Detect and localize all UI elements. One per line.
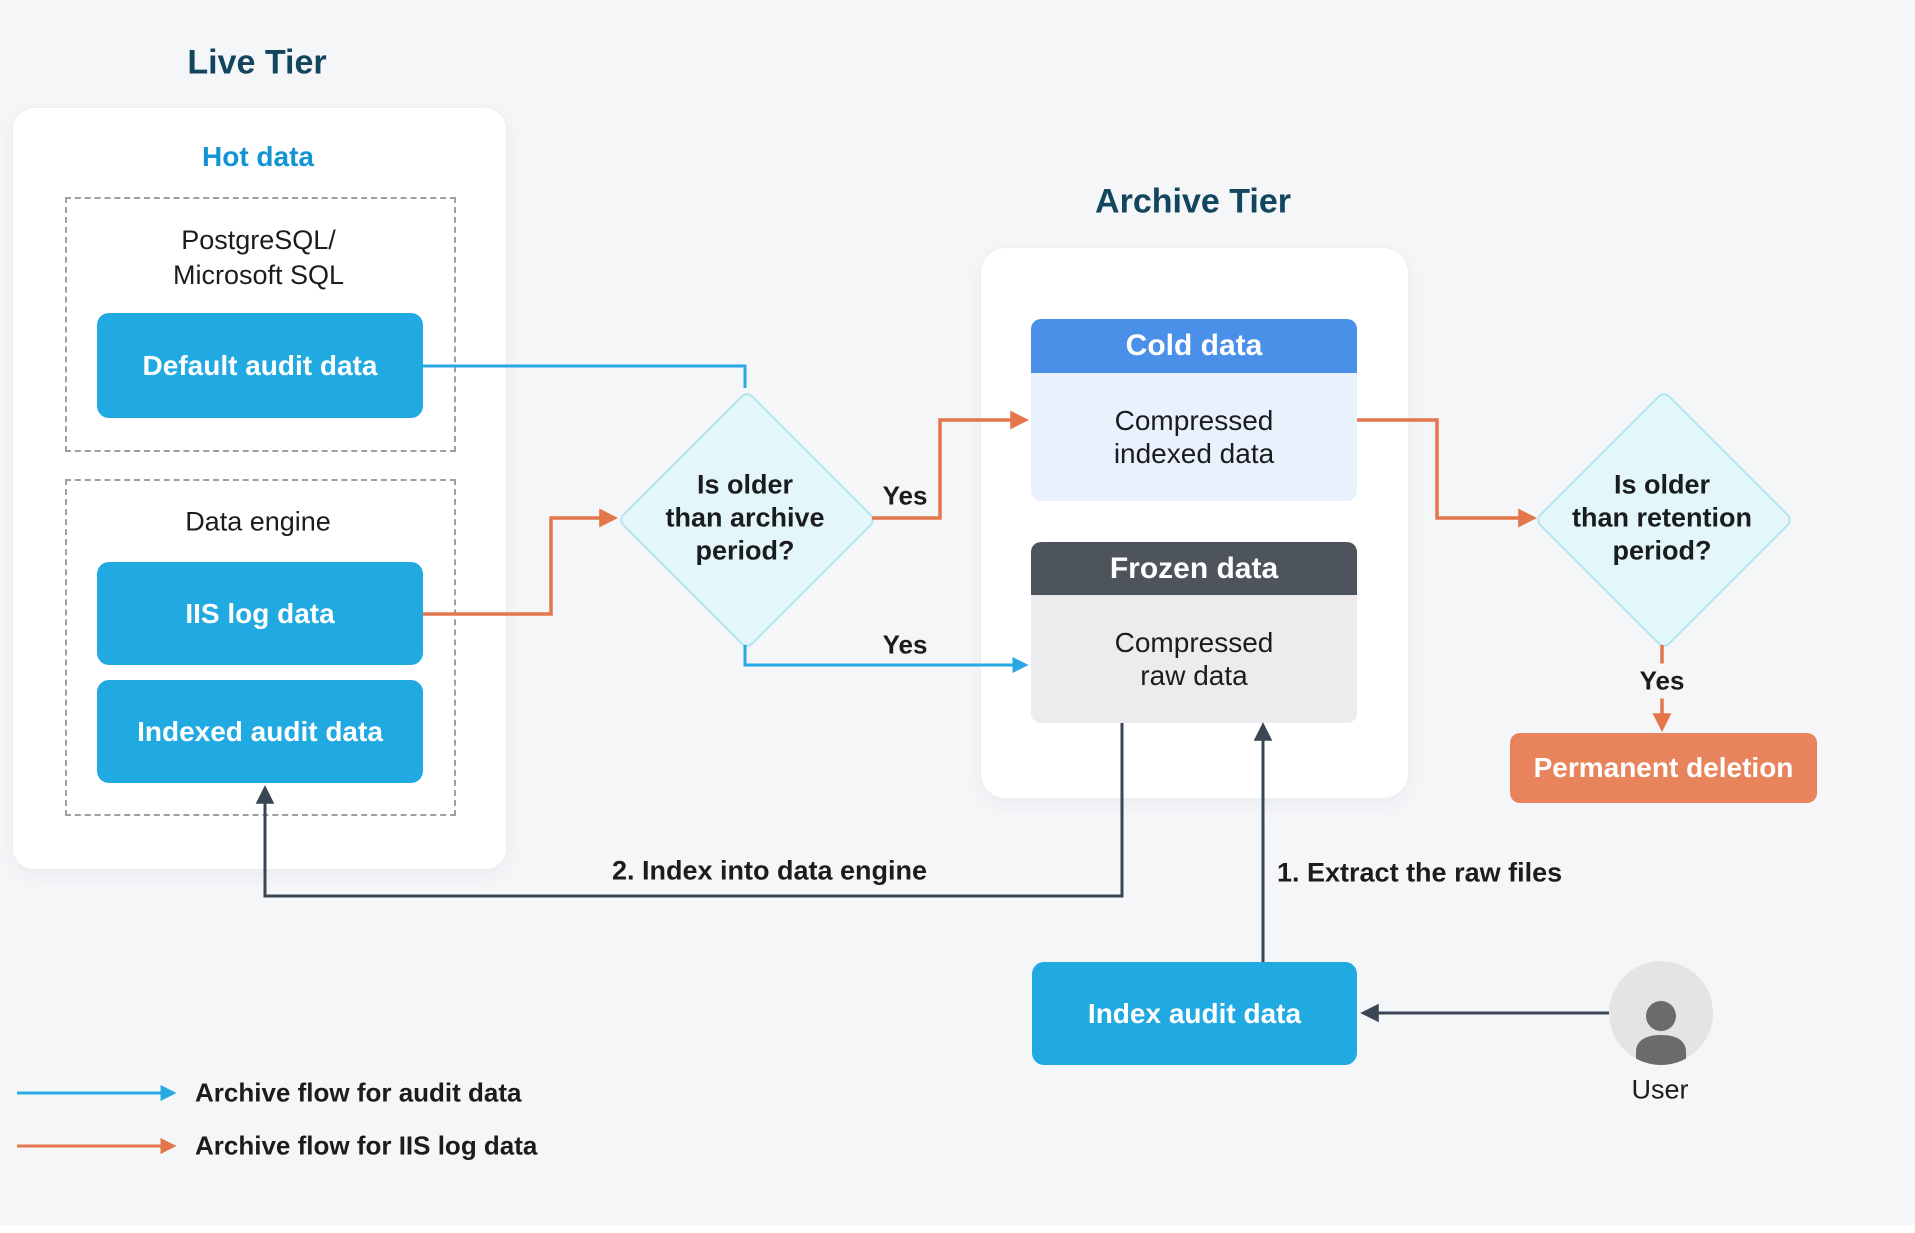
cold-data-header: Cold data	[1031, 319, 1357, 373]
sql-group-label-line1: PostgreSQL/	[181, 225, 336, 255]
user-avatar	[1609, 961, 1713, 1065]
cold-body-line2: indexed data	[1113, 438, 1275, 469]
user-label: User	[1631, 1074, 1689, 1105]
cold-body-line1: Compressed	[1114, 405, 1274, 436]
yes-label-deletion: Yes	[1631, 663, 1693, 699]
permanent-deletion-node: Permanent deletion	[1510, 733, 1817, 803]
decision2-line1: Is older	[1613, 469, 1711, 500]
decision1-line1: Is older	[696, 469, 794, 500]
indexed-audit-data-node: Indexed audit data	[97, 680, 423, 783]
frozen-body-line1: Compressed	[1114, 627, 1274, 658]
bottom-white-band	[0, 1225, 1915, 1233]
archive-period-decision-text: Is older than archive period?	[665, 469, 824, 568]
decision2-line2: than retention	[1572, 502, 1752, 533]
user-person-icon	[1636, 1001, 1686, 1065]
decision2-line3: period?	[1612, 535, 1712, 566]
default-audit-data-node: Default audit data	[97, 313, 423, 418]
legend-iis-flow-label: Archive flow for IIS log data	[195, 1130, 538, 1161]
sql-group-label: PostgreSQL/ Microsoft SQL	[65, 223, 452, 293]
data-engine-label: Data engine	[185, 506, 331, 537]
hot-data-label: Hot data	[202, 141, 314, 172]
sql-group-label-line2: Microsoft SQL	[172, 260, 345, 290]
data-engine-group-box	[65, 479, 456, 816]
index-into-engine-label: 2. Index into data engine	[612, 855, 928, 886]
frozen-data-body: Compressed raw data	[1031, 595, 1357, 723]
live-tier-title: Live Tier	[187, 43, 327, 82]
iis-log-data-node: IIS log data	[97, 562, 423, 665]
frozen-data-header: Frozen data	[1031, 542, 1357, 595]
archive-tier-title: Archive Tier	[1095, 182, 1291, 221]
yes-label-cold: Yes	[882, 480, 928, 511]
yes-label-frozen: Yes	[882, 629, 928, 660]
decision1-line2: than archive	[665, 502, 825, 533]
edge-decision1-to-frozen	[743, 645, 1029, 674]
index-audit-data-node: Index audit data	[1032, 962, 1357, 1065]
extract-raw-files-label: 1. Extract the raw files	[1277, 857, 1563, 888]
frozen-body-line2: raw data	[1140, 660, 1248, 691]
sql-group-box	[65, 197, 456, 452]
decision1-line3: period?	[695, 535, 795, 566]
legend-audit-flow-label: Archive flow for audit data	[195, 1077, 522, 1108]
retention-period-decision-text: Is older than retention period?	[1572, 469, 1752, 568]
cold-data-body: Compressed indexed data	[1031, 373, 1357, 501]
